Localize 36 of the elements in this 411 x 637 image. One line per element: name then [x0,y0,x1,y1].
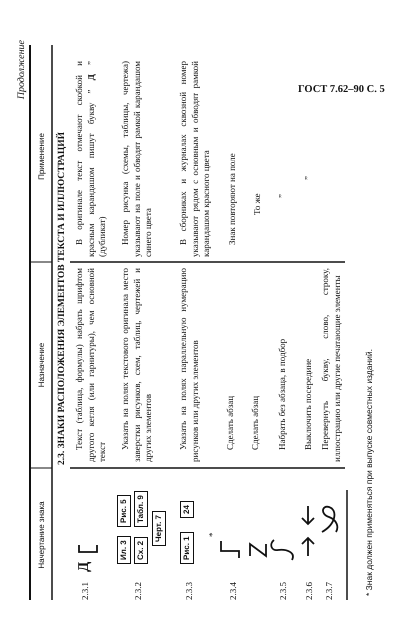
boxed-number: Черт. 7 [152,511,166,546]
row-number: 2.3.1 [80,581,91,600]
purpose-text: Сделать абзац [250,394,261,452]
column-header: Начертание знака [36,500,47,571]
boxed-number: Сх. 2 [134,536,148,564]
row-number: 2.3.4 [228,581,239,600]
page-header: ГОСТ 7.62–90 С. 5 [298,84,385,96]
column-header: Назначение [36,342,47,390]
boxed-number: Рис. 5 [117,495,131,527]
usage-text: Номер рисунка (схемы, таблицы, чертежа) указывают на поле и обводят рамкой карандашом синего цвета [120,61,154,257]
purpose-text: Указать на полях параллельную нумерацию рисунков или других элементов [178,268,201,462]
purpose-text: Указать на полях текстового оригинала место заверстки рисунков, схем, таблиц, чертежей и других элементов [120,268,154,462]
boxed-number: Ил. 3 [117,536,131,564]
usage-text: То же [252,192,263,215]
boxed-number: Табл. 9 [134,491,148,527]
footnote: * Знак должен применяться при выпуске совместных изданий. [364,348,375,596]
purpose-text: Перевернуть букву, слово, строку, иллюстрацию или другие печатающие элементы [320,268,343,462]
purpose-text: Текст (таблица, формулы) набрать шрифтом другого кегля (или гарнитуры), чем основной текст [74,268,108,462]
footnote-marker: * [207,532,218,537]
row-number: 2.3.6 [304,581,315,600]
ditto-mark: ” [277,193,288,198]
row-number: 2.3.5 [278,581,289,600]
continuation-note: Продолжение [16,40,28,102]
usage-text: В сборниках и журналах сквозной номер указывают рядом с основным и обводят рамкой карандашом красного цвета [178,61,212,257]
purpose-text: Выключить посередине [303,358,314,452]
sign-letter: Д [75,560,93,572]
purpose-text: Сделать абзац [225,394,236,452]
row-number: 2.3.7 [324,581,335,600]
usage-text: Знак повторяют на поле [227,152,238,247]
row-number: 2.3.3 [184,581,195,600]
ditto-mark: ” [303,175,314,180]
column-header: Применение [36,132,47,182]
purpose-text: Набрать без абзаца, в подбор [277,338,288,452]
row-number: 2.3.2 [133,581,144,600]
boxed-number: 24 [180,501,194,518]
boxed-number: Рис. 1 [180,532,194,564]
